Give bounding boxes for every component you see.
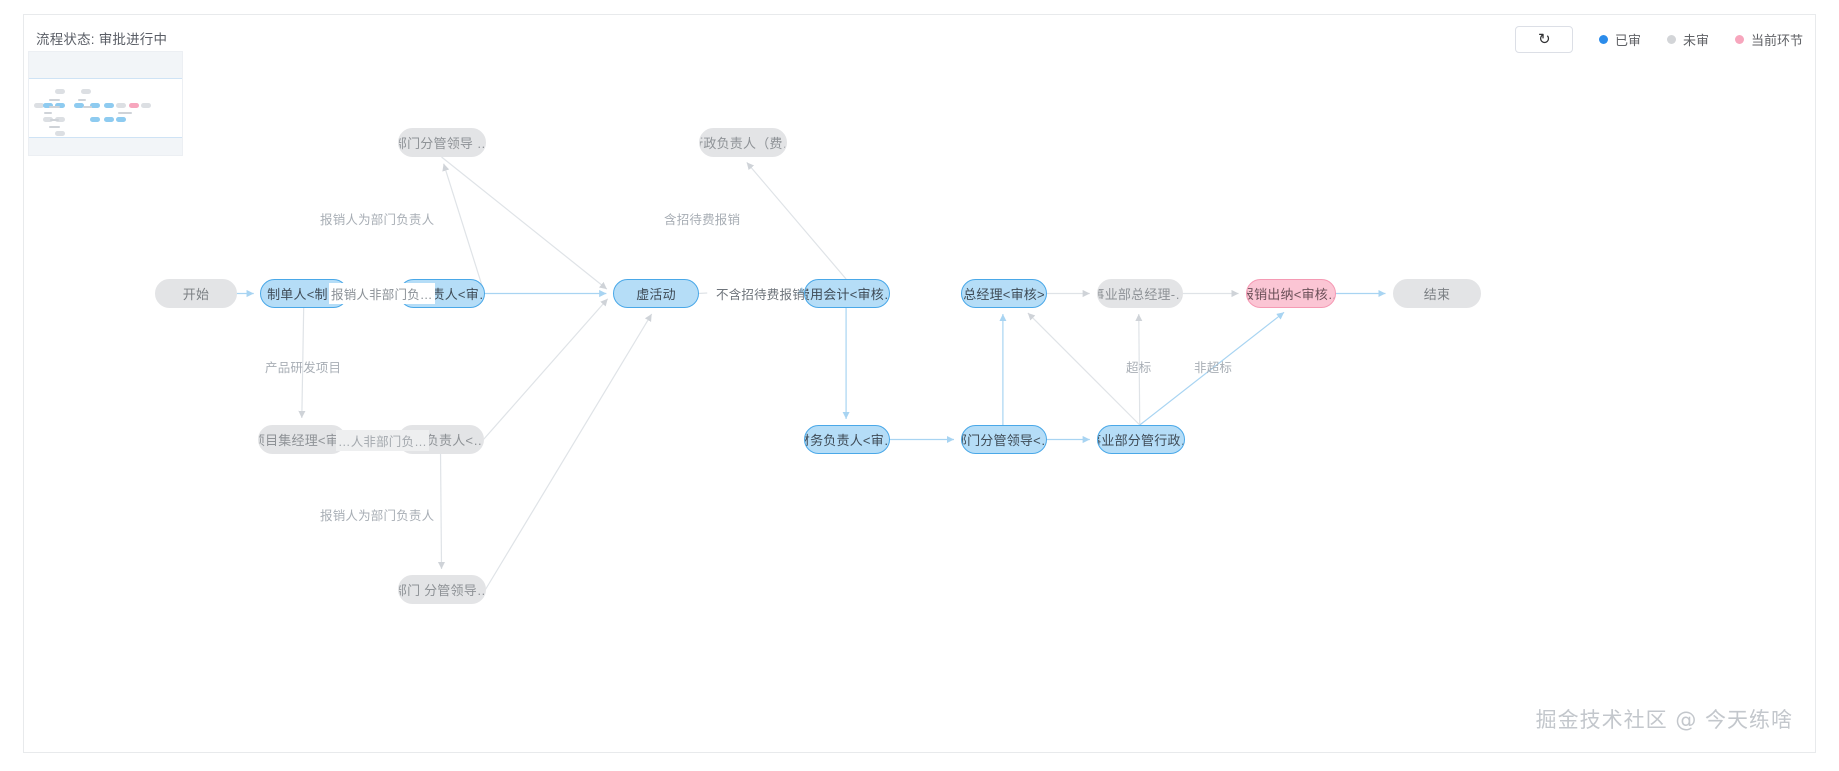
edge-label-lbl-with-ent: 含招待费报销 (664, 213, 741, 227)
flow-node-gm[interactable]: 总经理<审核> (961, 279, 1047, 308)
edge-label-lbl-reimb-is-head-top: 报销人为部门负责人 (320, 213, 435, 227)
minimap-label (124, 112, 133, 115)
flow-node-label: 事业部总经理-… (1098, 287, 1182, 302)
flow-node-cost-acct[interactable]: 费用会计<审核… (804, 279, 890, 308)
legend-bar: ↺ 已审 未审 当前环节 (1514, 25, 1803, 53)
minimap-node (128, 103, 139, 109)
minimap-label (49, 105, 60, 108)
flow-node-label: 财务负责人<审… (805, 433, 889, 448)
undo-icon: ↺ (1537, 30, 1551, 48)
minimap[interactable] (28, 51, 183, 156)
flow-edge (437, 453, 446, 570)
flow-node-pgm-mgr[interactable]: 项目集经理<审… (258, 425, 346, 454)
minimap-node (55, 130, 66, 136)
flow-node-label: 行政负责人（费… (700, 136, 786, 151)
minimap-node (90, 103, 101, 109)
flow-edges (236, 156, 1386, 590)
flow-edge (746, 161, 847, 280)
minimap-node (55, 116, 66, 122)
legend-dot-unreviewed (1666, 34, 1676, 44)
flow-edge (441, 156, 608, 290)
flow-node-label: 制单人<制… (267, 287, 341, 302)
flow-node-label: 部门分管领导 … (398, 136, 486, 151)
minimap-node (73, 103, 84, 109)
minimap-node (81, 89, 92, 95)
minimap-label (78, 98, 87, 101)
flow-node-label: 事业部分管行政… (1098, 433, 1184, 448)
minimap-node (104, 116, 114, 122)
flow-node-label: 结束 (1423, 287, 1451, 302)
edge-label-lbl-not-dept-head-1: 报销人非部门负… (329, 283, 435, 304)
reset-view-button[interactable]: ↺ (1514, 25, 1573, 53)
legend-dot-reviewed (1598, 34, 1608, 44)
minimap-node (90, 116, 101, 122)
minimap-node (115, 103, 126, 109)
flow-node-label: 总经理<审核> (963, 287, 1045, 302)
legend-label-current: 当前环节 (1750, 32, 1803, 48)
flow-node-dept-leader-2[interactable]: 部门分管领导<… (961, 425, 1047, 454)
edge-label-lbl-rnd-project: 产品研发项目 (265, 361, 342, 375)
edge-label-lbl-not-over: 非超标 (1194, 361, 1233, 375)
minimap-node (104, 103, 114, 109)
flow-node-fin-head[interactable]: 财务负责人<审… (804, 425, 890, 454)
watermark: 掘金技术社区 @ 今天练啥 (1535, 708, 1793, 732)
minimap-node (34, 103, 45, 109)
minimap-node (115, 116, 126, 122)
flow-node-admin-head[interactable]: 行政负责人（费… (699, 128, 787, 157)
flow-node-label: 部门分管领导<… (962, 433, 1046, 448)
edge-label-lbl-over: 超标 (1126, 361, 1152, 375)
flow-node-label: 报销出纳<审核… (1246, 287, 1335, 302)
edge-label-lbl-reimb-is-head-bot: 报销人为部门负责人 (320, 509, 435, 523)
minimap-label (49, 119, 60, 122)
minimap-node (43, 116, 54, 122)
flow-edge (698, 292, 708, 295)
flow-node-dept-leader-bot[interactable]: 部门 分管领导… (398, 575, 486, 604)
flow-canvas[interactable]: 开始制单人<制…部门负责人<审…虚活动费用会计<审核…总经理<审核>事业部总经理… (24, 51, 1815, 751)
minimap-label (48, 98, 61, 101)
flow-node-virtual[interactable]: 虚活动 (613, 279, 699, 308)
minimap-node (43, 103, 54, 109)
flow-node-bu-admin[interactable]: 事业部分管行政… (1097, 425, 1185, 454)
minimap-node (55, 103, 66, 109)
flow-node-label: 项目集经理<审… (259, 433, 345, 448)
flow-edge (442, 163, 486, 294)
minimap-viewport-bottom (29, 137, 182, 155)
flow-node-bu-gm[interactable]: 事业部总经理-… (1097, 279, 1183, 308)
flow-edge (483, 298, 609, 440)
legend-label-reviewed: 已审 (1614, 32, 1641, 48)
flow-edge (1027, 312, 1141, 426)
legend-item-reviewed: 已审 (1598, 30, 1641, 49)
legend-label-unreviewed: 未审 (1682, 32, 1709, 48)
flow-node-end[interactable]: 结束 (1393, 279, 1481, 308)
flow-node-cashier[interactable]: 报销出纳<审核… (1246, 279, 1336, 308)
edge-label-lbl-no-ent: 不含招待费报销 (716, 288, 805, 302)
flow-node-start[interactable]: 开始 (155, 279, 237, 308)
minimap-node (141, 103, 152, 109)
minimap-viewport-top (29, 52, 182, 79)
minimap-label (43, 112, 52, 115)
flow-node-label: 开始 (182, 287, 210, 302)
page-title: 流程状态: 审批进行中 (36, 32, 168, 47)
legend-dot-current (1734, 34, 1744, 44)
legend-item-unreviewed: 未审 (1666, 30, 1709, 49)
flow-node-label: 虚活动 (636, 287, 676, 302)
minimap-label (48, 126, 61, 129)
process-diagram-card: 流程状态: 审批进行中 ↺ 已审 未审 当前环节 (23, 14, 1816, 753)
minimap-label (82, 105, 92, 108)
flow-node-dept-leader-top[interactable]: 部门分管领导 … (398, 128, 486, 157)
minimap-label (118, 112, 127, 115)
flow-node-label: 费用会计<审核… (805, 287, 889, 302)
legend-item-current: 当前环节 (1734, 30, 1803, 49)
flow-node-label: 部门 分管领导… (398, 583, 486, 598)
edge-label-lbl-not-dept-head-2: …人非部门负… (336, 430, 429, 451)
minimap-node (55, 89, 66, 95)
flow-edge (484, 313, 653, 590)
